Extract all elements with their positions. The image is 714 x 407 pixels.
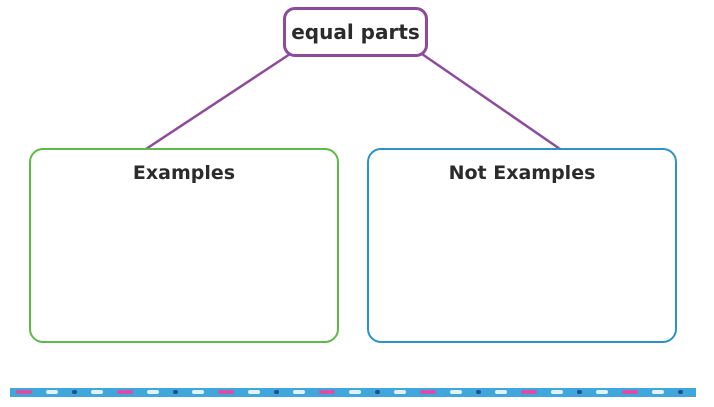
band-dash [375,390,380,394]
band-dash [551,390,563,394]
examples-title: Examples [132,162,236,184]
band-dash [394,390,406,394]
band-dash [420,390,436,394]
decorative-bottom-band [10,388,696,397]
connector-left [145,52,291,151]
band-dash [652,390,664,394]
band-dash [577,390,582,394]
not-examples-box: Not Examples [367,148,677,343]
band-dash [521,390,537,394]
band-dash [450,390,462,394]
band-dash [117,390,133,394]
band-dash [147,390,159,394]
band-dash [192,390,204,394]
top-node: equal parts [283,7,428,57]
band-dash [622,390,638,394]
band-dash [46,390,58,394]
band-dash [349,390,361,394]
band-dash [248,390,260,394]
band-dash [495,390,507,394]
band-dash [16,390,32,394]
band-dash [678,390,683,394]
band-dash [274,390,279,394]
not-examples-title: Not Examples [448,162,596,184]
band-dash [173,390,178,394]
band-dash [293,390,305,394]
band-dash [72,390,77,394]
connector-right [421,52,561,151]
top-node-label: equal parts [291,20,420,44]
band-dash [91,390,103,394]
band-dash [319,390,335,394]
band-dash [476,390,481,394]
band-dash [596,390,608,394]
band-dash [218,390,234,394]
examples-box: Examples [29,148,339,343]
